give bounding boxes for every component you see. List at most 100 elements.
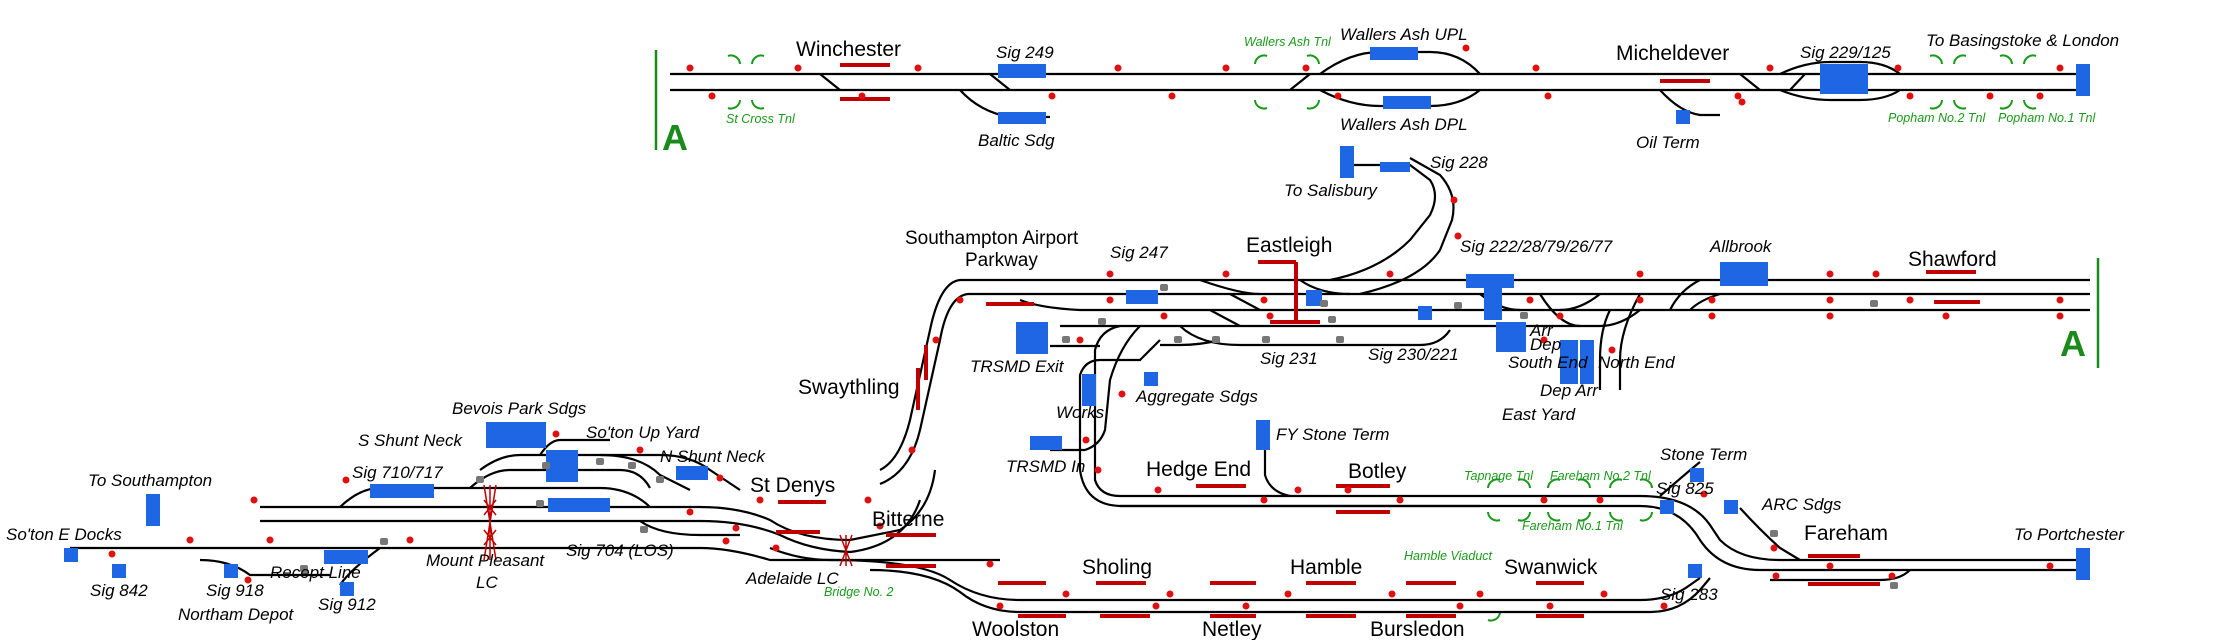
label-fareham-1: Fareham No.1 Tnl (1522, 519, 1624, 533)
label-marker-a-left: A (662, 117, 688, 158)
trsmd-line (1050, 325, 1141, 452)
adelaide-lc (839, 534, 853, 567)
label-sig842: Sig 842 (90, 581, 148, 600)
label-fy-stone-term: FY Stone Term (1276, 425, 1389, 444)
label-to-southampton: To Southampton (88, 471, 212, 490)
block-trsmd-exit (1016, 322, 1048, 354)
block-sig842 (112, 564, 126, 578)
sig704-link (639, 520, 740, 537)
southampton-section: Bevois Park Sdgs S Shunt Neck So'ton Up … (6, 399, 1718, 640)
label-southampton-airport: Southampton Airport (905, 228, 1079, 249)
allbrook-crossovers (1669, 279, 1721, 311)
label-sig229: Sig 229/125 (1800, 43, 1891, 62)
fy-stone-term-line (1263, 445, 1291, 498)
label-baltic-sdg: Baltic Sdg (978, 131, 1055, 150)
label-south-end: South End (1508, 353, 1588, 372)
wallers-ash-tunnel (1254, 54, 1320, 110)
signals-southampton (108, 430, 1668, 610)
block-arc-sdgs (1724, 500, 1738, 514)
mainline-3 (1019, 298, 2090, 312)
signals-top (686, 44, 2064, 106)
shunt-signals-southampton (300, 458, 664, 572)
block-sig710 (370, 484, 434, 498)
stone-term-line (1659, 461, 1701, 497)
mainline-up-1 (879, 278, 2090, 471)
aggregate-line (1160, 338, 1221, 347)
block-stone-term (1690, 468, 1704, 482)
block-dep-arr-a (1560, 340, 1578, 384)
label-swanwick: Swanwick (1504, 556, 1598, 579)
netley-line-2 (869, 568, 1711, 614)
label-swaythling: Swaythling (798, 376, 900, 399)
block-sig229 (1820, 64, 1868, 94)
label-eastleigh: Eastleigh (1246, 234, 1332, 257)
block-sig283 (1688, 564, 1702, 578)
block-wallers-upl (1370, 47, 1418, 60)
block-portchester (2076, 548, 2090, 580)
label-popham-1: Popham No.1 Tnl (1998, 111, 2096, 125)
block-sig918 (224, 564, 238, 578)
sig229-loop-down (1779, 88, 1901, 102)
label-dep-arr: Dep Arr (1540, 381, 1599, 400)
bevois-sdg (539, 438, 610, 456)
popham-tunnels (1929, 54, 2037, 110)
block-sig249 (998, 64, 1046, 78)
salisbury-line-1 (1329, 163, 1437, 282)
label-sig704: Sig 704 (LOS) (566, 541, 674, 560)
label-botley: Botley (1348, 460, 1407, 483)
label-east-yard: East Yard (1502, 405, 1576, 424)
docks-line-1 (70, 546, 1000, 562)
label-woolston: Woolston (972, 618, 1059, 640)
label-wallers-ash-tnl: Wallers Ash Tnl (1244, 35, 1332, 49)
label-tapnage-tnl: Tapnage Tnl (1464, 469, 1534, 483)
signals-middle (908, 196, 2064, 504)
block-eastleigh (1306, 290, 1322, 306)
label-bursledon: Bursledon (1370, 618, 1465, 640)
label-stone-term: Stone Term (1660, 445, 1747, 464)
block-sig228 (1380, 162, 1410, 172)
label-wallers-ash-upl: Wallers Ash UPL (1340, 25, 1468, 44)
label-soton-up-yard: So'ton Up Yard (586, 423, 700, 442)
label-trsmd-in: TRSMD In (1006, 457, 1085, 476)
label-st-denys: St Denys (750, 474, 835, 497)
label-winchester: Winchester (796, 38, 901, 61)
hedge-end-line-2 (1093, 324, 1480, 498)
up-yard-link (599, 453, 691, 491)
label-bitterne: Bitterne (872, 508, 944, 531)
label-bridge-2: Bridge No. 2 (824, 585, 894, 599)
label-sig222: Sig 222/28/79/26/77 (1460, 237, 1613, 256)
block-dep-arr-b (1580, 340, 1594, 384)
label-bevois-park: Bevois Park Sdgs (452, 399, 587, 418)
label-parkway: Parkway (965, 250, 1038, 271)
label-sig912: Sig 912 (318, 595, 376, 614)
block-wallers-dpl (1383, 96, 1431, 109)
label-marker-a-right: A (2060, 323, 2086, 364)
mount-pleasant-lc (483, 484, 497, 561)
label-aggregate-sdgs: Aggregate Sdgs (1135, 387, 1258, 406)
block-salisbury (1340, 146, 1354, 178)
fareham-line-1 (1120, 504, 2090, 572)
label-lc: LC (476, 573, 498, 592)
crossovers-top (819, 73, 1806, 91)
block-to-southampton (146, 494, 160, 526)
label-s-shunt-neck: S Shunt Neck (358, 431, 463, 450)
block-sig825 (1660, 500, 1674, 514)
label-oil-term: Oil Term (1636, 133, 1700, 152)
label-fareham-2: Fareham No.2 Tnl (1550, 469, 1652, 483)
middle-section: Southampton Airport Parkway Sig 247 East… (798, 146, 2100, 514)
label-north-end: North End (1598, 353, 1675, 372)
block-aggregate (1144, 372, 1158, 386)
label-arr: Arr (1529, 321, 1554, 340)
block-trsmd-in (1030, 436, 1062, 450)
oil-term-siding (1659, 89, 1720, 117)
block-basingstoke (2076, 64, 2090, 96)
block-bevois-park (486, 422, 546, 448)
label-dep: Dep (1530, 335, 1561, 354)
label-sig247: Sig 247 (1110, 243, 1168, 262)
label-n-shunt-neck: N Shunt Neck (660, 447, 766, 466)
label-st-cross-tnl: St Cross Tnl (726, 112, 796, 126)
label-wallers-ash-dpl: Wallers Ash DPL (1340, 115, 1468, 134)
label-shawford: Shawford (1908, 248, 1997, 271)
netley-line-1 (769, 546, 1701, 602)
